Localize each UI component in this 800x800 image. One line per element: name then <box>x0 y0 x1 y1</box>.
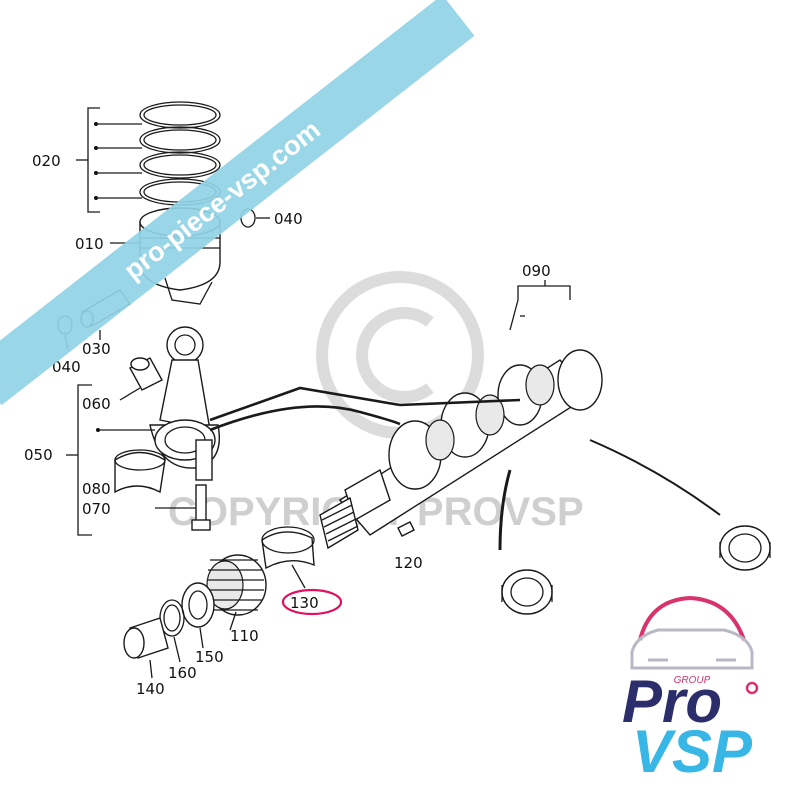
callout-140: 140 <box>136 680 165 698</box>
leader-lines <box>209 386 721 551</box>
washer <box>181 582 215 649</box>
conrod-bracket <box>66 384 155 536</box>
crank-bracket <box>509 280 571 331</box>
logo-pro-text: Pro <box>622 668 722 735</box>
logo-vsp-text: VSP <box>632 718 753 785</box>
woodruff-key <box>397 521 415 537</box>
callout-040-left: 040 <box>52 358 81 376</box>
connecting-rod <box>149 326 220 481</box>
callout-120: 120 <box>394 554 423 572</box>
callout-070: 070 <box>82 500 111 518</box>
callout-150: 150 <box>195 648 224 666</box>
callout-160: 160 <box>168 664 197 682</box>
small-end-bush <box>119 357 163 401</box>
callout-020: 020 <box>32 152 61 170</box>
callout-010: 010 <box>75 235 104 253</box>
main-bearing-front <box>501 569 553 615</box>
callout-130: 130 <box>290 594 319 612</box>
logo-group-text: GROUP <box>674 675 711 686</box>
conrod-bolt <box>155 484 211 531</box>
website-banner: pro-piece-vsp.com <box>0 0 475 406</box>
crank-gear <box>206 554 267 631</box>
highlight-circle-130 <box>281 588 343 616</box>
thrust-collar <box>261 526 315 589</box>
callout-080: 080 <box>82 480 111 498</box>
main-bearing-rear <box>719 525 771 571</box>
callout-110: 110 <box>230 627 259 645</box>
callout-labels: 020 010 040 040 030 060 050 080 070 090 … <box>24 152 551 698</box>
callout-090: 090 <box>522 262 551 280</box>
car-icon <box>630 595 754 670</box>
callout-060: 060 <box>82 395 111 413</box>
conrod-bearing <box>114 449 166 494</box>
provsp-logo: GROUP Pro VSP <box>622 595 759 785</box>
collar <box>123 617 169 679</box>
logo-dot-icon <box>745 681 759 695</box>
callout-040-top: 040 <box>274 210 303 228</box>
callout-050: 050 <box>24 446 53 464</box>
ring-bracket <box>76 107 142 213</box>
crankshaft <box>319 349 603 550</box>
callout-030: 030 <box>82 340 111 358</box>
